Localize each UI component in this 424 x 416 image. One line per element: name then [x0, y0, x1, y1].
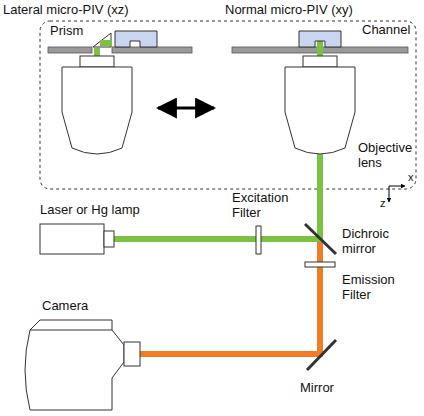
objective-lens: [285, 56, 355, 154]
channel: [299, 31, 341, 47]
emission-beam: [140, 351, 323, 357]
stage-plate: [48, 47, 92, 53]
excitation-beam: [100, 40, 112, 46]
section-title: Lateral micro-PIV (xz): [3, 2, 203, 17]
excitation-beam: [317, 155, 323, 240]
axis-label: x: [408, 170, 418, 185]
switch-arrow: [158, 107, 214, 110]
axis-arrow: [389, 186, 390, 202]
channel: [115, 31, 157, 47]
part-label: Dichroic mirror: [342, 226, 406, 256]
dichroic-mirror: [305, 224, 336, 254]
part-label: Emission Filter: [342, 272, 406, 302]
mirror: [307, 340, 336, 370]
part-label: Prism: [50, 23, 92, 38]
light-source: [40, 224, 114, 254]
camera: [25, 320, 140, 410]
section-title: Normal micro-PIV (xy): [225, 2, 421, 17]
part-label: Laser or Hg lamp: [40, 202, 180, 217]
axis-arrow: [389, 186, 405, 187]
objective-lens: [62, 56, 132, 154]
axis-label: z: [380, 196, 390, 211]
emission-filter: [305, 262, 335, 267]
excitation-filter: [256, 226, 261, 254]
emission-beam: [317, 242, 323, 357]
part-label: Mirror: [300, 380, 360, 395]
part-label: Channel: [362, 22, 418, 37]
part-label: Camera: [42, 298, 122, 313]
excitation-beam: [110, 236, 320, 242]
part-label: Objective lens: [358, 140, 418, 170]
prism: [93, 33, 111, 47]
stage-plate: [112, 47, 192, 53]
part-label: Excitation Filter: [232, 190, 306, 220]
